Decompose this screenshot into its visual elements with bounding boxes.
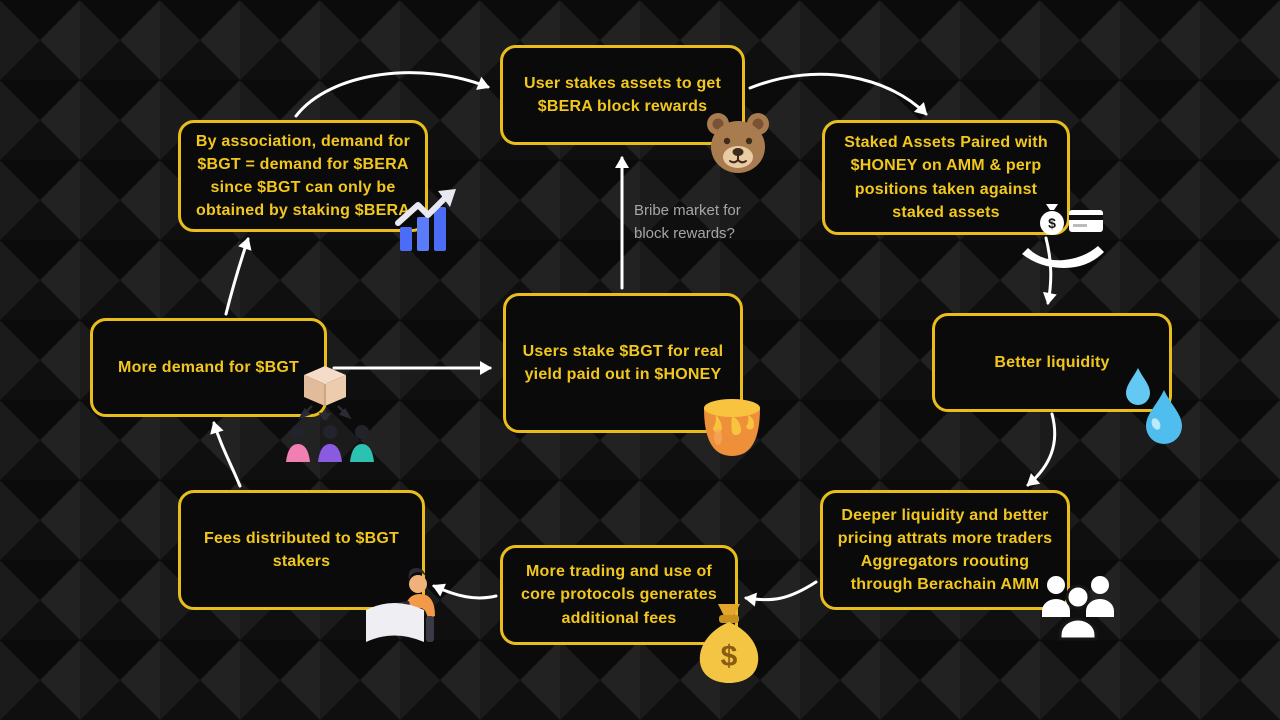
- node-deeper-liquidity: Deeper liquidity and better pricing attr…: [820, 490, 1070, 610]
- node-staked-paired: Staked Assets Paired with $HONEY on AMM …: [822, 120, 1070, 235]
- arrow-association-to-stake-assets: [294, 71, 490, 118]
- arrow-liquidity-to-deeper: [1026, 412, 1057, 487]
- node-label: More demand for $BGT: [118, 358, 299, 376]
- node-association: By association, demand for $BGT = demand…: [178, 120, 428, 232]
- arrow-fees-to-demand: [210, 421, 242, 488]
- node-fees-distributed: Fees distributed to $BGT stakers: [178, 490, 425, 610]
- arrow-deeper-to-trading: [744, 580, 818, 607]
- arrow-stake-assets-to-staked-paired: [748, 72, 928, 116]
- arrow-trading-to-fees: [432, 583, 498, 600]
- arrow-staked-paired-to-liquidity: [1042, 236, 1057, 305]
- node-label: Users stake $BGT for real yield paid out…: [522, 342, 724, 383]
- node-stake-bgt: Users stake $BGT for real yield paid out…: [503, 293, 743, 433]
- node-label: Staked Assets Paired with $HONEY on AMM …: [844, 134, 1048, 221]
- node-more-trading: More trading and use of core protocols g…: [500, 545, 738, 645]
- node-label: User stakes assets to get $BERA block re…: [523, 74, 722, 115]
- node-more-demand: More demand for $BGT: [90, 318, 327, 417]
- node-label: More trading and use of core protocols g…: [521, 563, 717, 627]
- arrow-demand-to-association: [224, 237, 252, 316]
- bribe-market-annotation: Bribe market for block rewards?: [634, 202, 741, 242]
- node-label: Better liquidity: [994, 353, 1110, 371]
- node-label: Fees distributed to $BGT stakers: [203, 529, 400, 570]
- node-stake-assets: User stakes assets to get $BERA block re…: [500, 45, 745, 145]
- node-label: Deeper liquidity and better pricing attr…: [837, 506, 1053, 594]
- node-better-liquidity: Better liquidity: [932, 313, 1172, 412]
- node-label: By association, demand for $BGT = demand…: [195, 132, 411, 220]
